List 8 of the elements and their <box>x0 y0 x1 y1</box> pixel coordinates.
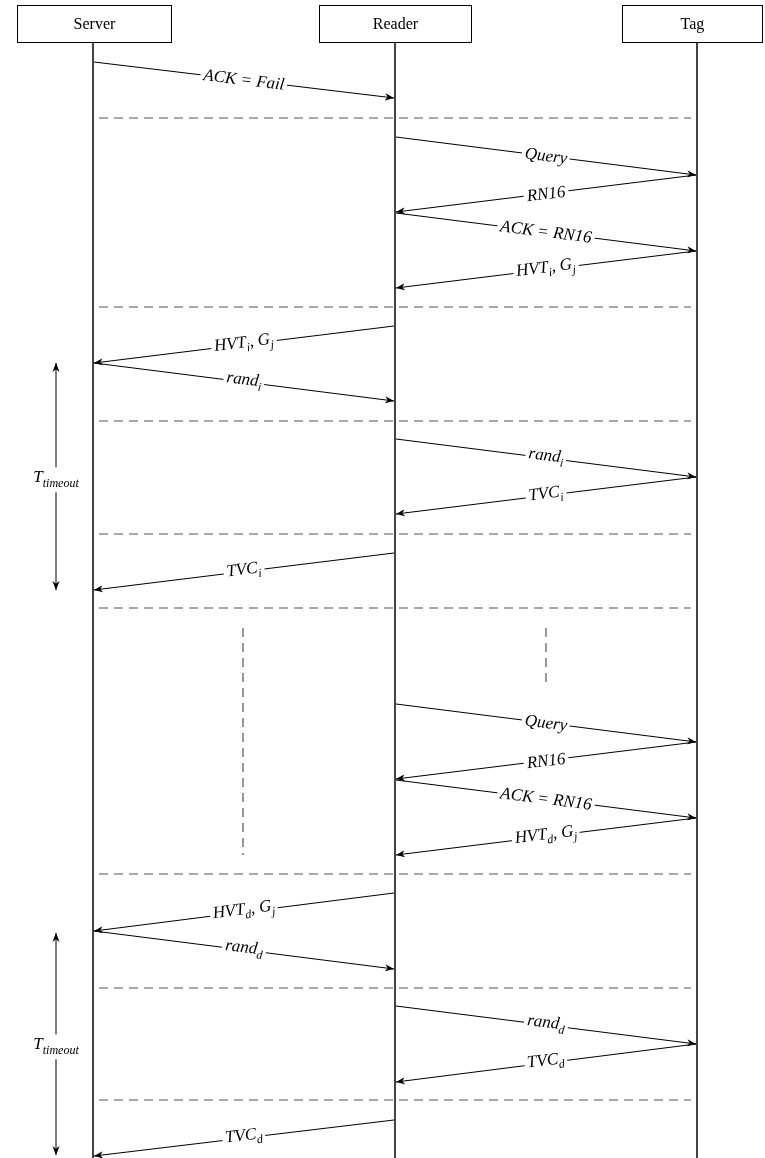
lifeline <box>92 43 94 1158</box>
participant-box: Server <box>17 5 172 43</box>
timeout-label: T$_{timeout}$ <box>33 1034 79 1060</box>
participant-box: Tag <box>622 5 763 43</box>
timeout-label: T$_{timeout}$ <box>33 467 79 493</box>
participant-box: Reader <box>319 5 472 43</box>
lifeline <box>394 43 396 1158</box>
lifeline <box>696 43 698 1158</box>
